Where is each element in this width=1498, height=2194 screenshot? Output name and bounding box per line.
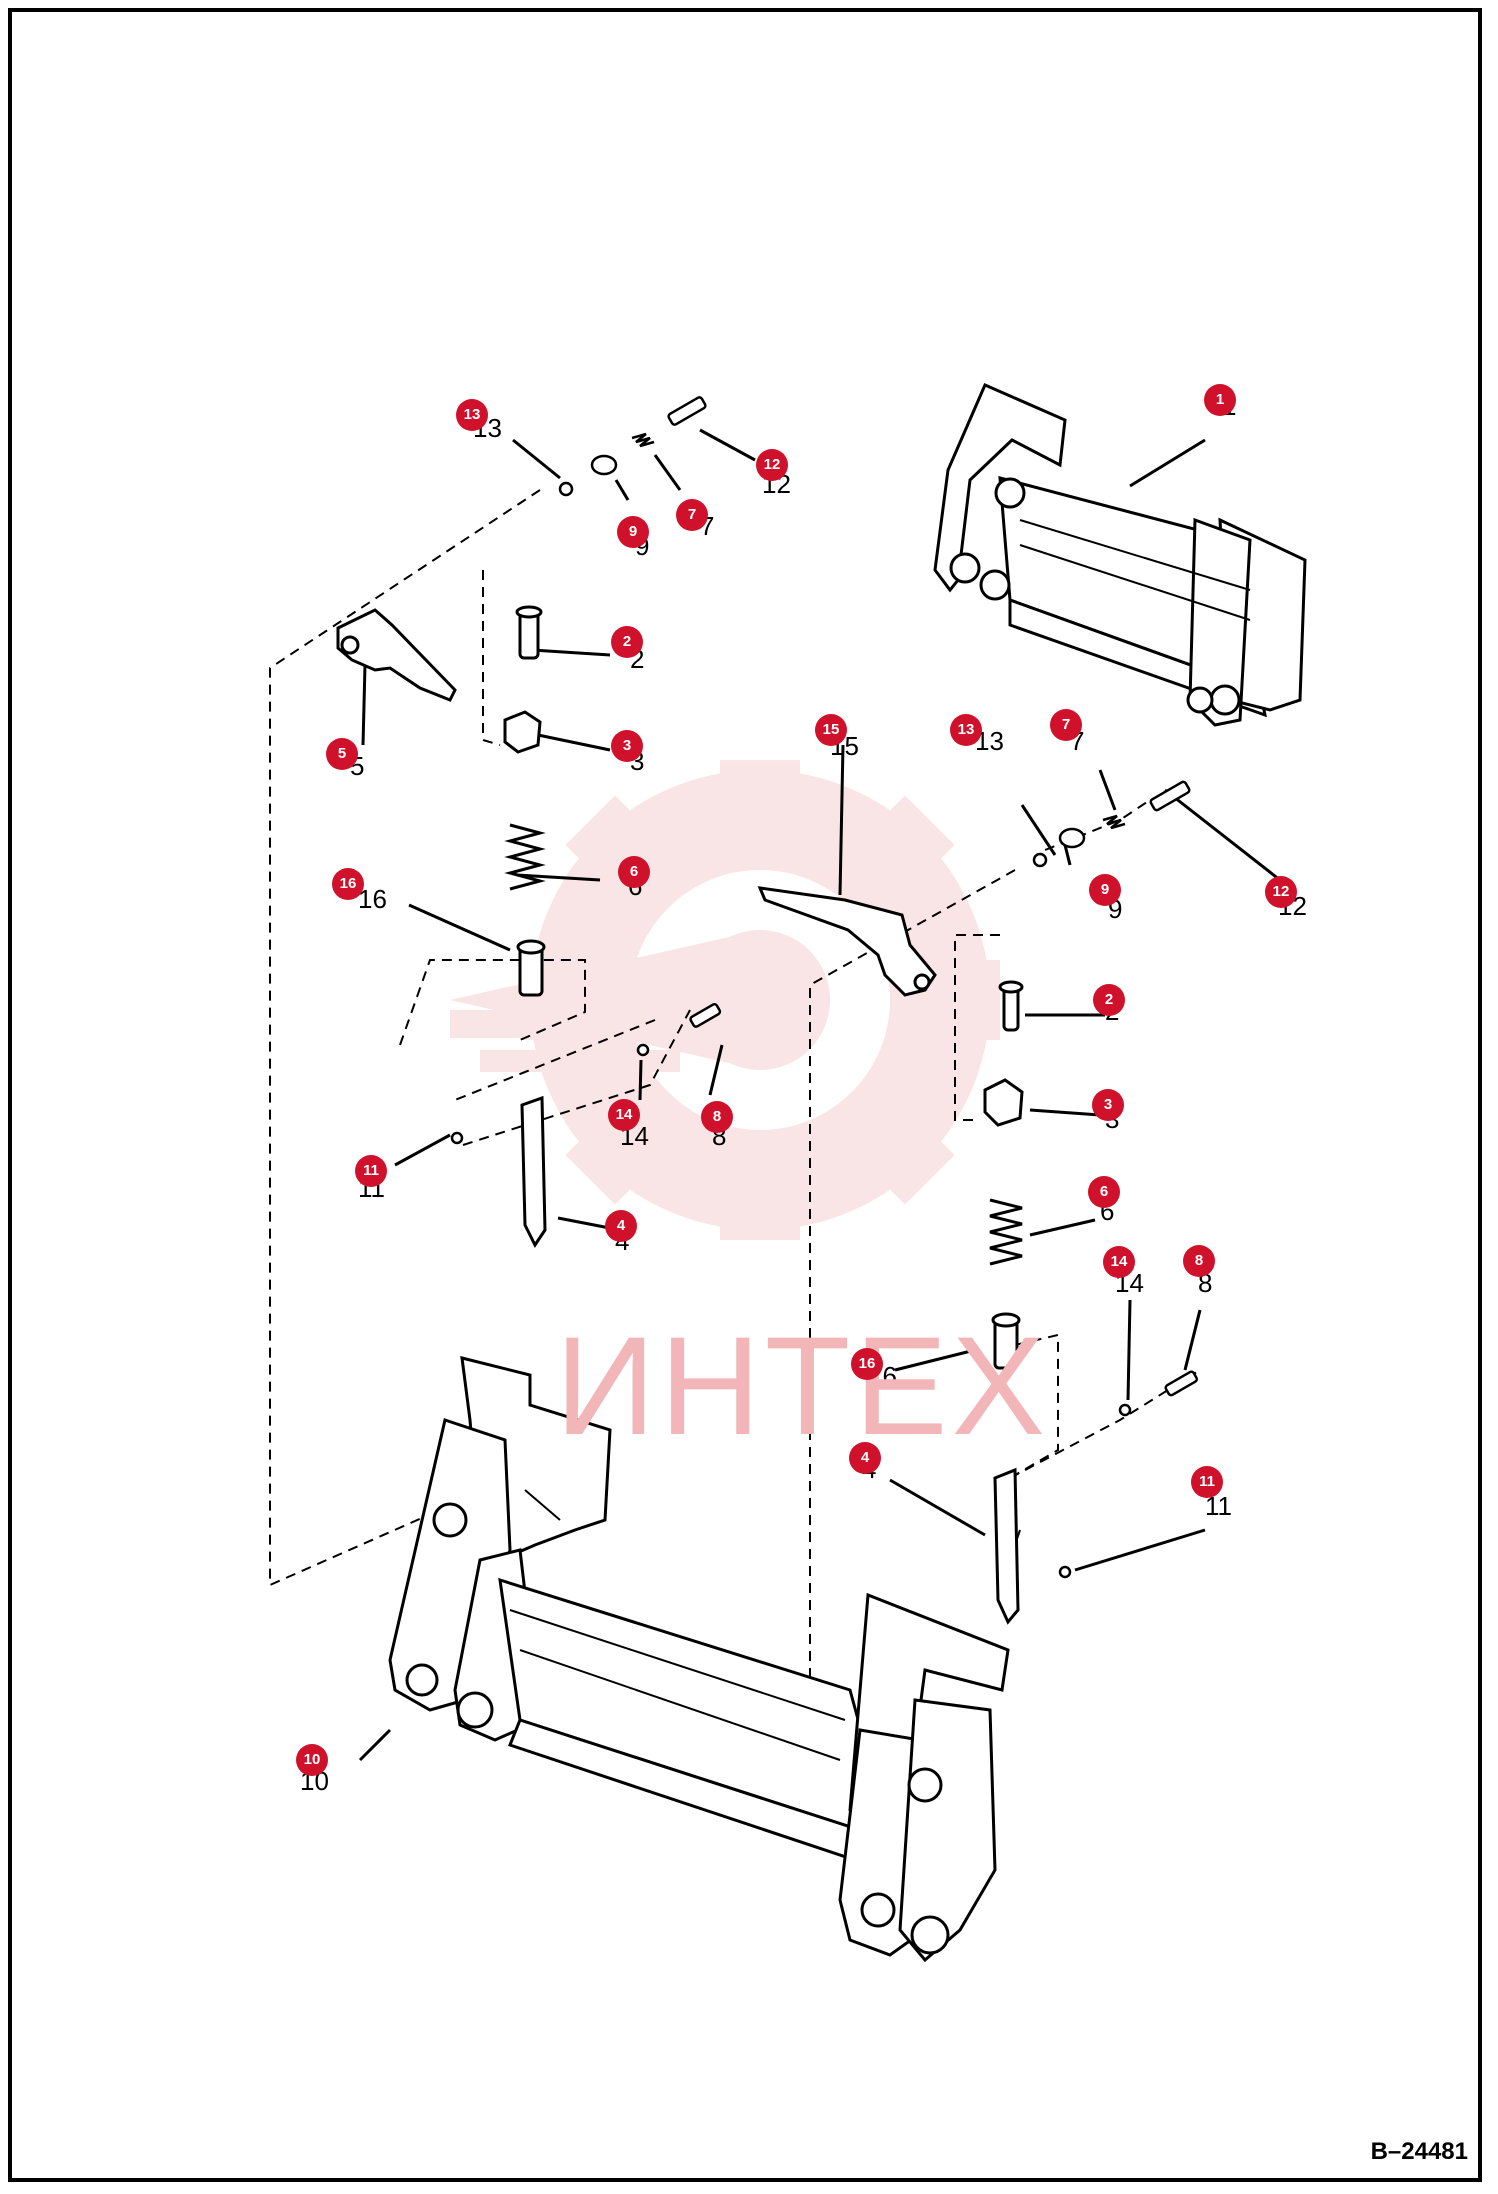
part-1-quick-tach-assembly	[933, 383, 1307, 727]
callout-badge-c5: 5	[326, 738, 358, 770]
document-number: B–24481	[1370, 2138, 1468, 2165]
part-3-blocks	[503, 710, 1024, 1127]
assembly-dashed-lines	[269, 489, 1201, 1720]
callout-badge-c14b: 14	[1103, 1246, 1135, 1278]
callout-badge-c9b: 9	[1089, 874, 1121, 906]
callout-badge-c8b: 8	[1183, 1245, 1215, 1277]
callout-badge-c15: 15	[815, 714, 847, 746]
callout-badge-c14a: 14	[608, 1099, 640, 1131]
callout-badge-c7b: 7	[1050, 709, 1082, 741]
callout-badge-c16a: 16	[332, 868, 364, 900]
part-2-pins	[515, 605, 1024, 1032]
watermark-gear-icon	[450, 760, 1000, 1240]
callout-badge-c4b: 4	[849, 1442, 881, 1474]
callout-badge-c16b: 16	[851, 1348, 883, 1380]
part-5-left-lever	[336, 608, 457, 746]
part-4-latch-pins	[520, 1095, 1020, 1625]
part-10-base-frame	[388, 1356, 1010, 1963]
callout-badge-c11b: 11	[1191, 1466, 1223, 1498]
callout-badge-c2b: 2	[1093, 984, 1125, 1016]
part-6-springs	[504, 823, 1023, 1266]
callout-badge-c2a: 2	[611, 626, 643, 658]
callout-badge-c4a: 4	[605, 1210, 637, 1242]
part-16-plungers	[516, 939, 1021, 1370]
callout-badge-c6a: 6	[618, 856, 650, 888]
watermark-text: ИНТЕХ	[555, 1307, 1050, 1464]
callout-badge-c3a: 3	[611, 730, 643, 762]
callout-badge-c6b: 6	[1088, 1176, 1120, 1208]
callout-badge-c12a: 12	[756, 449, 788, 481]
callout-badge-c7a: 7	[676, 499, 708, 531]
callout-badge-c8a: 8	[701, 1101, 733, 1133]
callout-badge-c3b: 3	[1092, 1089, 1124, 1121]
callout-badge-c11a: 11	[355, 1155, 387, 1187]
callout-badge-c1: 1	[1204, 384, 1236, 416]
part-15-right-lever	[757, 886, 937, 997]
callout-badge-c10: 10	[296, 1744, 328, 1776]
callout-badge-c12b: 12	[1265, 876, 1297, 908]
small-hardware	[450, 396, 1199, 1579]
callout-badge-c13b: 13	[950, 714, 982, 746]
callout-badge-c13a: 13	[456, 399, 488, 431]
callout-badge-c9a: 9	[617, 516, 649, 548]
callout-leader-lines	[358, 428, 1281, 1762]
